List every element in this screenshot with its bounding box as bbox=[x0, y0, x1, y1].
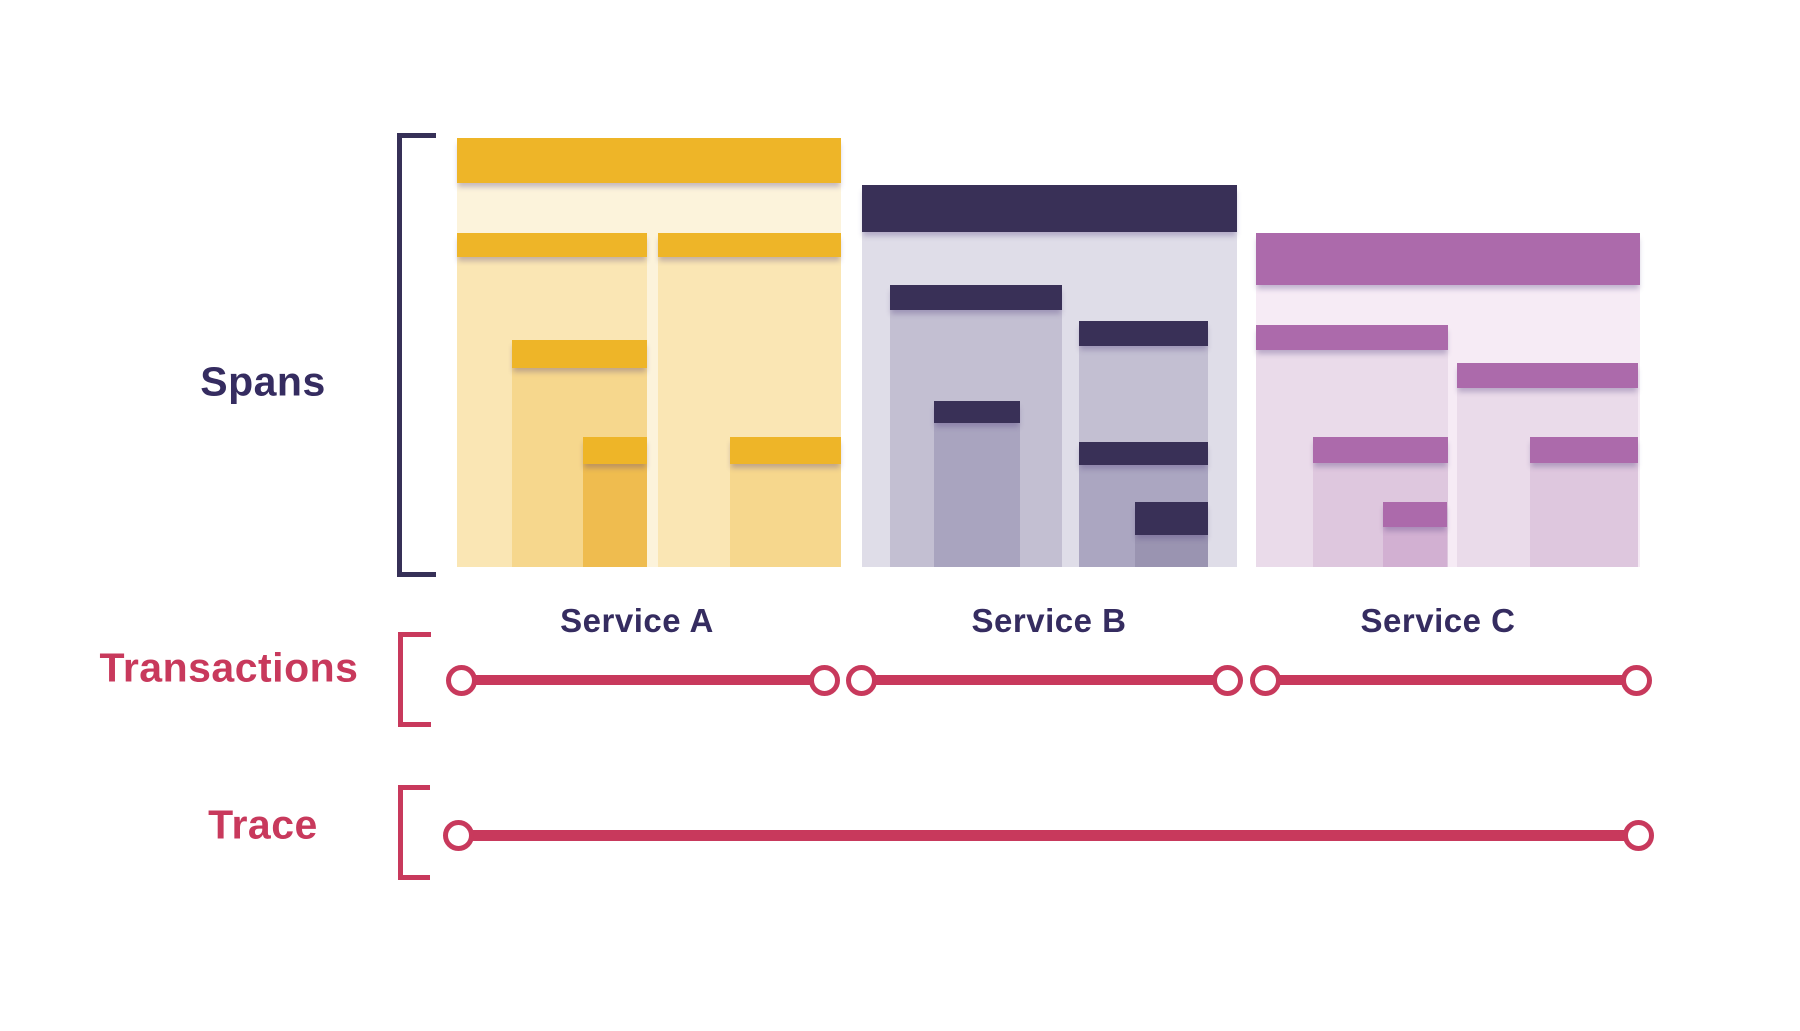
transaction-start-circle bbox=[1249, 664, 1281, 696]
trace-bracket bbox=[398, 785, 430, 880]
span-column bbox=[1383, 527, 1447, 567]
transactions-bracket bbox=[398, 632, 431, 727]
span-column bbox=[583, 464, 647, 567]
span-bar bbox=[730, 437, 841, 464]
span-bar bbox=[1079, 442, 1208, 465]
transaction-start-circle bbox=[845, 664, 877, 696]
transaction-end-circle bbox=[808, 664, 840, 696]
trace-line bbox=[458, 829, 1638, 841]
span-bar bbox=[862, 185, 1237, 232]
span-bar bbox=[457, 233, 647, 257]
trace-start-circle bbox=[442, 819, 474, 851]
span-column bbox=[1135, 535, 1208, 567]
span-bar bbox=[512, 340, 647, 368]
transaction-line bbox=[461, 675, 824, 685]
span-bar bbox=[1313, 437, 1448, 463]
transaction-start-circle bbox=[445, 664, 477, 696]
trace-end-circle bbox=[1622, 819, 1654, 851]
span-bar bbox=[890, 285, 1062, 310]
span-column bbox=[730, 464, 841, 567]
span-bar bbox=[658, 233, 841, 257]
span-bar bbox=[583, 437, 647, 464]
transactions-row-label: Transactions bbox=[99, 644, 359, 691]
span-bar bbox=[1256, 325, 1448, 350]
transaction-line bbox=[1265, 675, 1636, 685]
service-a-label: Service A bbox=[560, 602, 714, 639]
span-bar bbox=[1383, 502, 1447, 527]
span-bar bbox=[1135, 502, 1208, 535]
span-column bbox=[934, 423, 1020, 567]
spans-row-label: Spans bbox=[200, 358, 326, 405]
span-bar bbox=[457, 138, 841, 183]
span-column bbox=[1530, 463, 1638, 567]
transaction-line bbox=[861, 675, 1227, 685]
span-bar bbox=[1457, 363, 1638, 388]
span-bar bbox=[934, 401, 1020, 423]
span-bar bbox=[1079, 321, 1208, 346]
transaction-end-circle bbox=[1620, 664, 1652, 696]
trace-row-label: Trace bbox=[208, 801, 318, 848]
span-bar bbox=[1530, 437, 1638, 463]
service-c-label: Service C bbox=[1360, 602, 1516, 639]
spans-bracket bbox=[397, 133, 436, 577]
transaction-end-circle bbox=[1211, 664, 1243, 696]
span-bar bbox=[1256, 233, 1640, 285]
service-b-label: Service B bbox=[971, 602, 1127, 639]
